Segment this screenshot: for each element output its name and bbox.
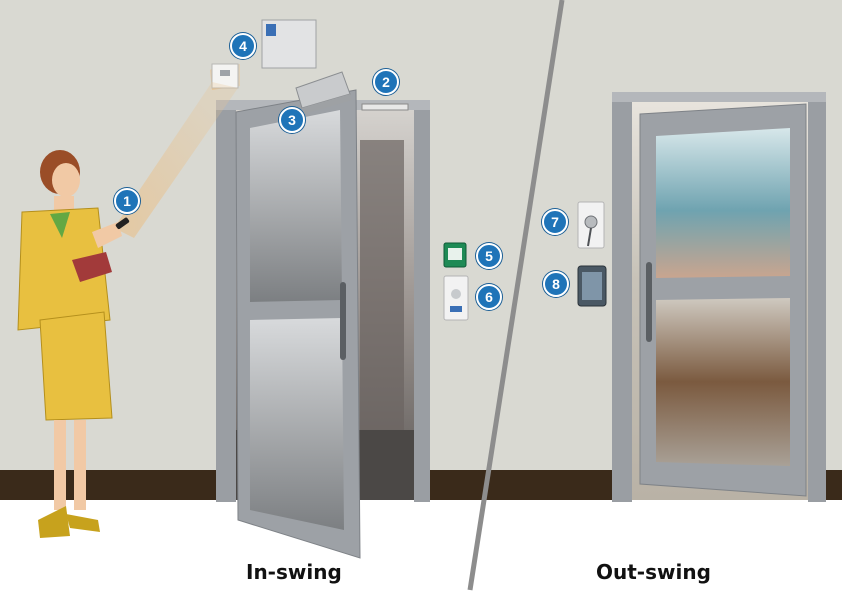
access-keypad — [577, 265, 607, 307]
emergency-break-glass — [443, 242, 467, 268]
badge-5: 5 — [476, 243, 502, 269]
door-glass-upper-out — [656, 128, 790, 278]
door-handle — [340, 282, 346, 360]
caption-in-swing: In-swing — [246, 560, 342, 584]
door-handle-out — [646, 262, 652, 342]
door-glass-lower-out — [656, 298, 790, 466]
out-swing-door-assembly — [612, 92, 826, 502]
badge-3: 3 — [279, 107, 305, 133]
door-frame-right — [414, 102, 430, 502]
power-supply-box — [261, 19, 317, 69]
badge-4: 4 — [230, 33, 256, 59]
person-with-remote — [17, 150, 130, 538]
door-glass-upper — [250, 110, 342, 302]
remote-signal-beam — [114, 82, 238, 238]
door-frame-left — [216, 102, 236, 502]
door-frame-top-out — [612, 92, 826, 102]
maglock-with-bracket — [295, 71, 352, 114]
exit-push-button — [443, 275, 469, 321]
in-swing-door-assembly — [216, 89, 430, 559]
caption-out-swing: Out-swing — [596, 560, 711, 584]
door-frame-right-out — [808, 94, 826, 502]
maglock-armature — [361, 103, 409, 111]
key-switch — [577, 201, 605, 249]
door-frame-left-out — [612, 94, 632, 502]
divider-line — [467, 0, 565, 591]
badge-2: 2 — [373, 69, 399, 95]
badge-7: 7 — [542, 209, 568, 235]
badge-6: 6 — [476, 284, 502, 310]
badge-8: 8 — [543, 271, 569, 297]
door-glass-lower — [250, 318, 344, 530]
floor — [0, 500, 842, 594]
badge-1: 1 — [114, 188, 140, 214]
